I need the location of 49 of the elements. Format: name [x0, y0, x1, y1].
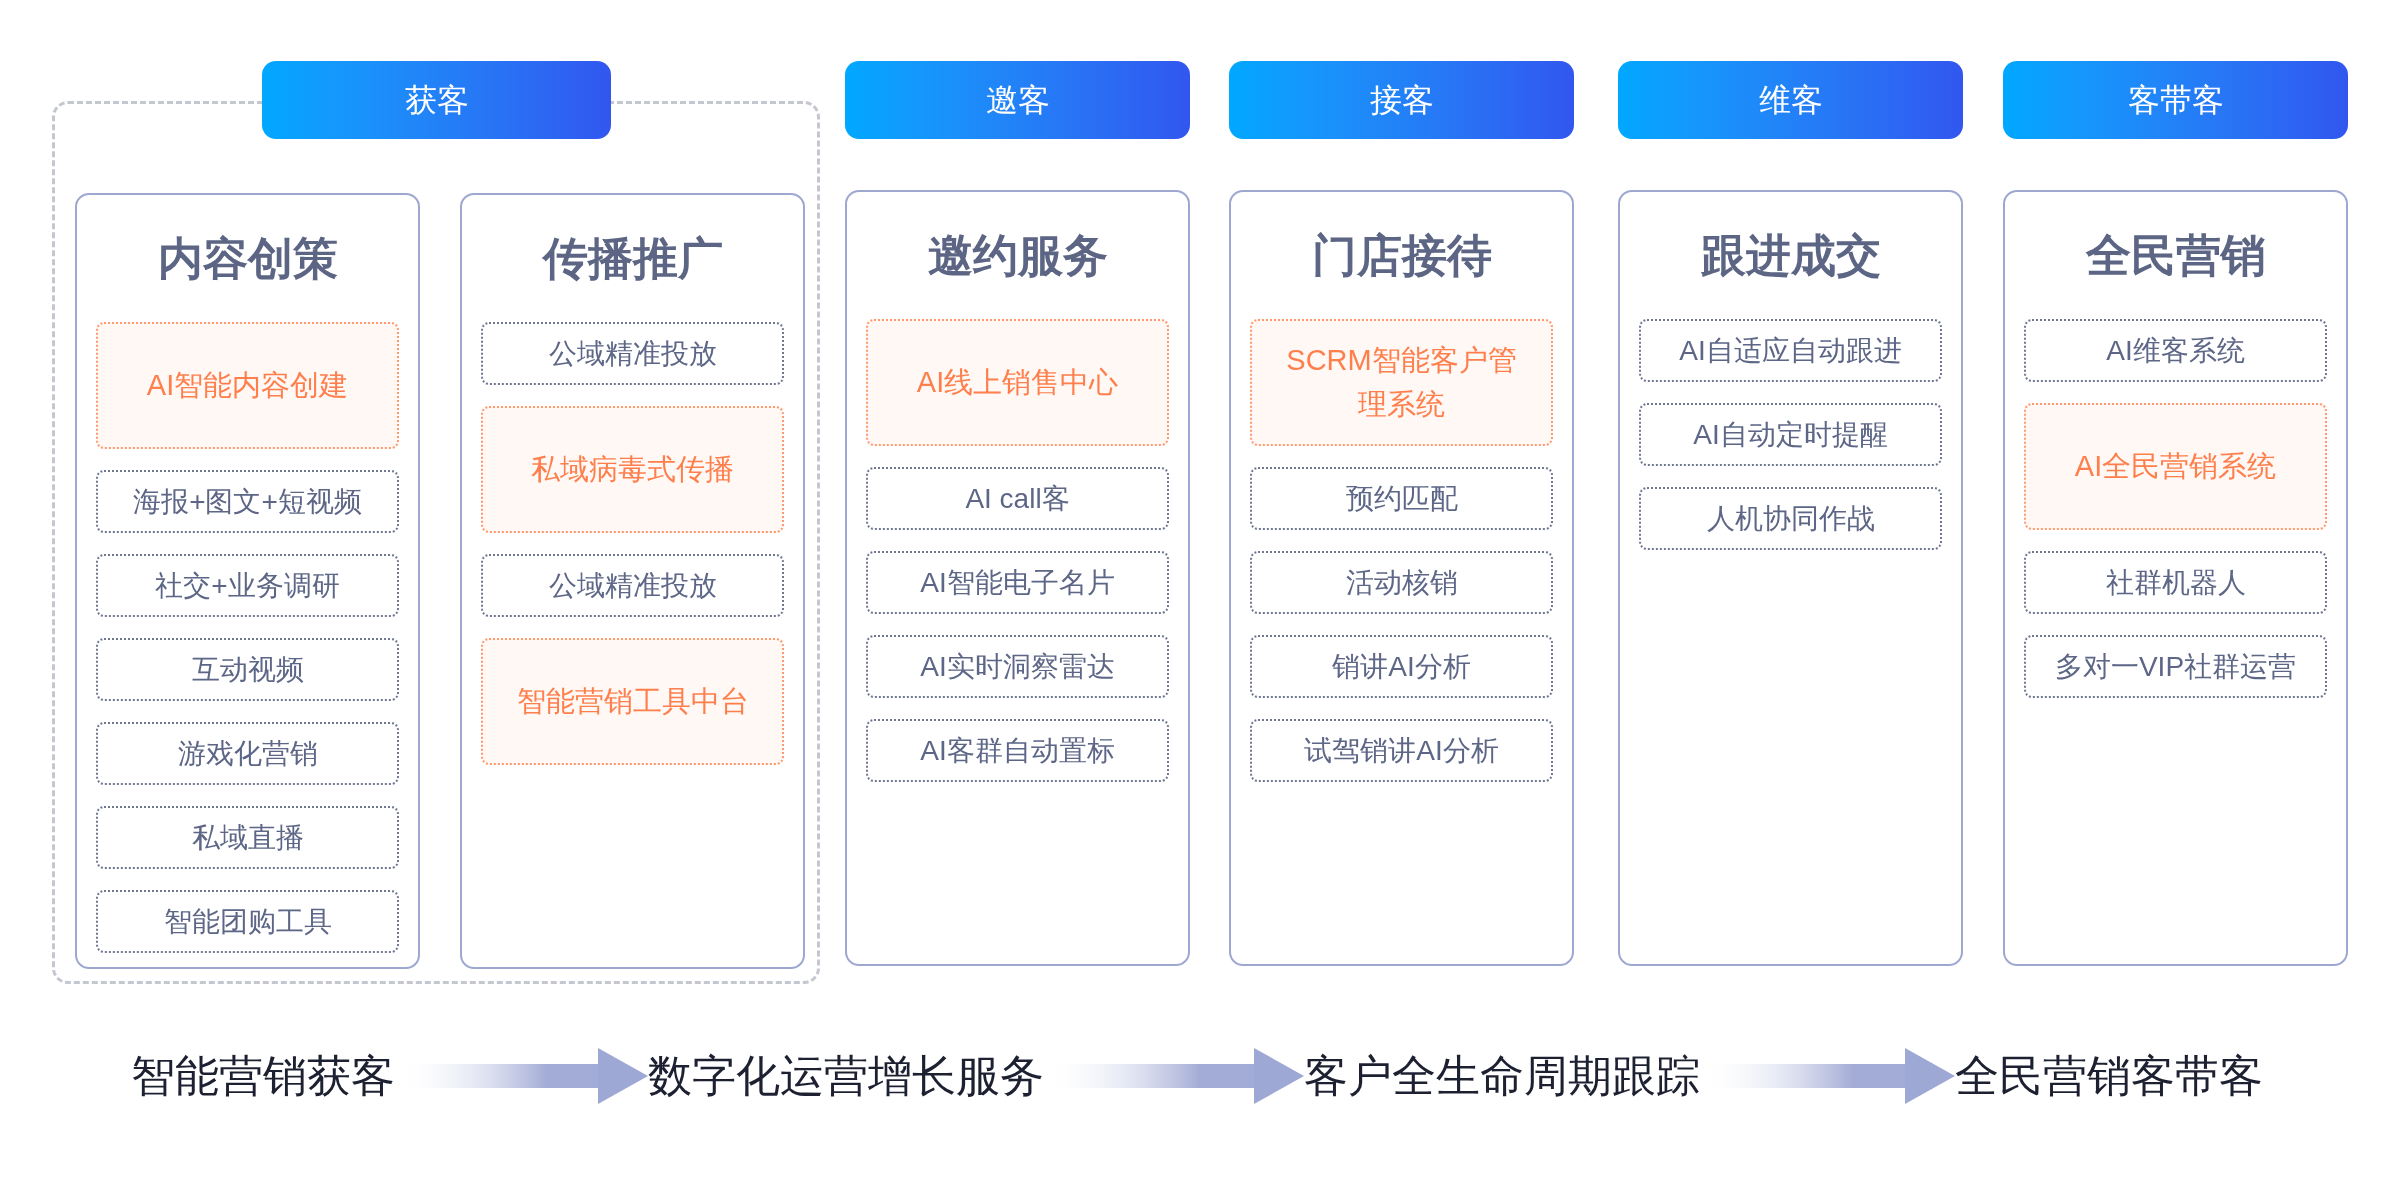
- column-card: [75, 193, 420, 969]
- highlighted-feature-box: 智能营销工具中台: [481, 638, 784, 765]
- feature-box: 海报+图文+短视频: [96, 470, 399, 533]
- column-card: [845, 190, 1190, 966]
- feature-box: 公域精准投放: [481, 322, 784, 385]
- feature-box: 人机协同作战: [1639, 487, 1942, 550]
- feature-box: 公域精准投放: [481, 554, 784, 617]
- highlighted-feature-box: 私域病毒式传播: [481, 406, 784, 533]
- stage-header: 客带客: [2003, 61, 2348, 139]
- feature-box: AI智能电子名片: [866, 551, 1169, 614]
- stage-header: 邀客: [845, 61, 1190, 139]
- feature-box: 试驾销讲AI分析: [1250, 719, 1553, 782]
- highlighted-feature-box: AI线上销售中心: [866, 319, 1169, 446]
- column-card: [1229, 190, 1574, 966]
- stage-label: 智能营销获客: [131, 1043, 395, 1109]
- column-card: [1618, 190, 1963, 966]
- column-title: 全民营销: [2085, 228, 2266, 283]
- feature-box: 销讲AI分析: [1250, 635, 1553, 698]
- stage-label: 数字化运营增长服务: [648, 1043, 1044, 1109]
- highlighted-feature-box: AI智能内容创建: [96, 322, 399, 449]
- column-title: 内容创策: [157, 231, 338, 286]
- stage-label: 全民营销客带客: [1955, 1043, 2263, 1109]
- feature-box: 游戏化营销: [96, 722, 399, 785]
- column-title: 跟进成交: [1700, 228, 1881, 283]
- feature-box: 社群机器人: [2024, 551, 2327, 614]
- feature-box: 活动核销: [1250, 551, 1553, 614]
- stage-label: 客户全生命周期跟踪: [1304, 1043, 1700, 1109]
- feature-box: 预约匹配: [1250, 467, 1553, 530]
- feature-box: AI自动定时提醒: [1639, 403, 1942, 466]
- column-title: 邀约服务: [927, 228, 1108, 283]
- feature-box: AI call客: [866, 467, 1169, 530]
- stage-header: 接客: [1229, 61, 1574, 139]
- feature-box: 互动视频: [96, 638, 399, 701]
- feature-box: AI自适应自动跟进: [1639, 319, 1942, 382]
- stage-header: 维客: [1618, 61, 1963, 139]
- feature-box: AI客群自动置标: [866, 719, 1169, 782]
- column-card: [460, 193, 805, 969]
- feature-box: 社交+业务调研: [96, 554, 399, 617]
- feature-box: 私域直播: [96, 806, 399, 869]
- feature-box: 智能团购工具: [96, 890, 399, 953]
- highlighted-feature-box: AI全民营销系统: [2024, 403, 2327, 530]
- highlighted-feature-box: SCRM智能客户管理系统: [1250, 319, 1553, 446]
- feature-box: 多对一VIP社群运营: [2024, 635, 2327, 698]
- column-title: 门店接待: [1311, 228, 1492, 283]
- feature-box: AI实时洞察雷达: [866, 635, 1169, 698]
- stage-header: 获客: [262, 61, 611, 139]
- feature-box: AI维客系统: [2024, 319, 2327, 382]
- column-card: [2003, 190, 2348, 966]
- column-title: 传播推广: [542, 231, 723, 286]
